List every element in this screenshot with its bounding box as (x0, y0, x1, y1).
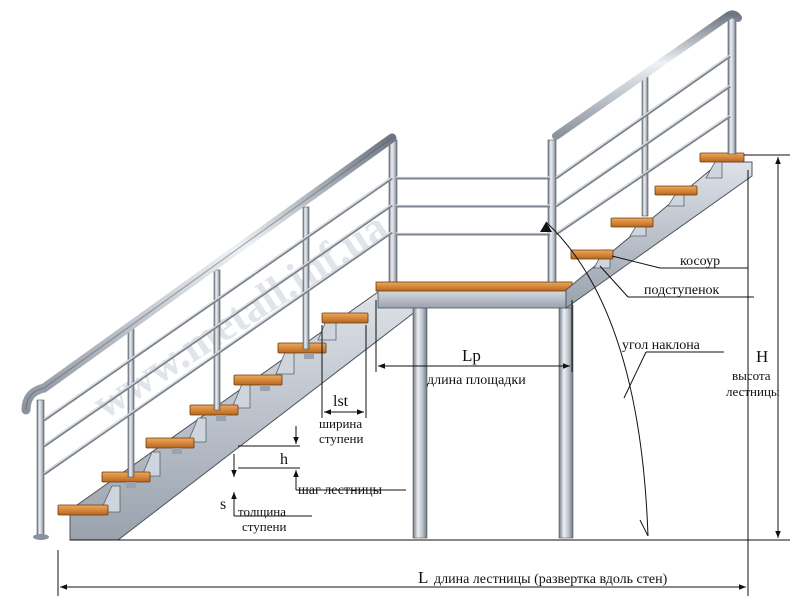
landing-rails (396, 176, 550, 236)
landing-support-posts (412, 304, 574, 539)
landing-railing-posts (547, 139, 557, 283)
height-symbol: H (756, 347, 768, 366)
upper-rails (555, 54, 731, 236)
upper-handrail (552, 10, 742, 140)
tread-width-caption-line2: ступени (319, 431, 363, 446)
lower-rails (43, 176, 393, 476)
tread-thickness-caption-line2: ступени (242, 519, 286, 534)
tread-width-caption-line1: ширина (319, 416, 362, 431)
landing-deck (375, 281, 573, 292)
tread-thickness-symbol: s (220, 496, 226, 513)
post-foot (33, 534, 49, 540)
upper-treads (570, 152, 745, 260)
lower-tread-clips (126, 353, 314, 488)
length-symbol: L (418, 568, 428, 587)
lower-treads (57, 312, 369, 516)
step-height-caption: шаг лестницы (298, 483, 383, 498)
height-caption-line1: высота (732, 368, 771, 383)
tread-width-symbol: lst (333, 393, 349, 410)
landing-length-symbol: Lp (462, 346, 481, 365)
stringer-label: косоур (680, 254, 720, 269)
length-caption: длина лестницы (развертка вдоль стен) (434, 572, 668, 587)
angle-arrow (540, 222, 552, 232)
upper-stringer (565, 161, 753, 309)
height-caption-line2: лестницы (726, 384, 780, 399)
riser-label: подступенок (644, 283, 720, 298)
tread-thickness-caption-line1: толщина (238, 504, 286, 519)
angle-label: угол наклона (622, 338, 701, 353)
dimension-lines (57, 154, 790, 596)
landing-length-caption: длина площадки (427, 373, 526, 388)
step-height-symbol: h (280, 451, 288, 468)
